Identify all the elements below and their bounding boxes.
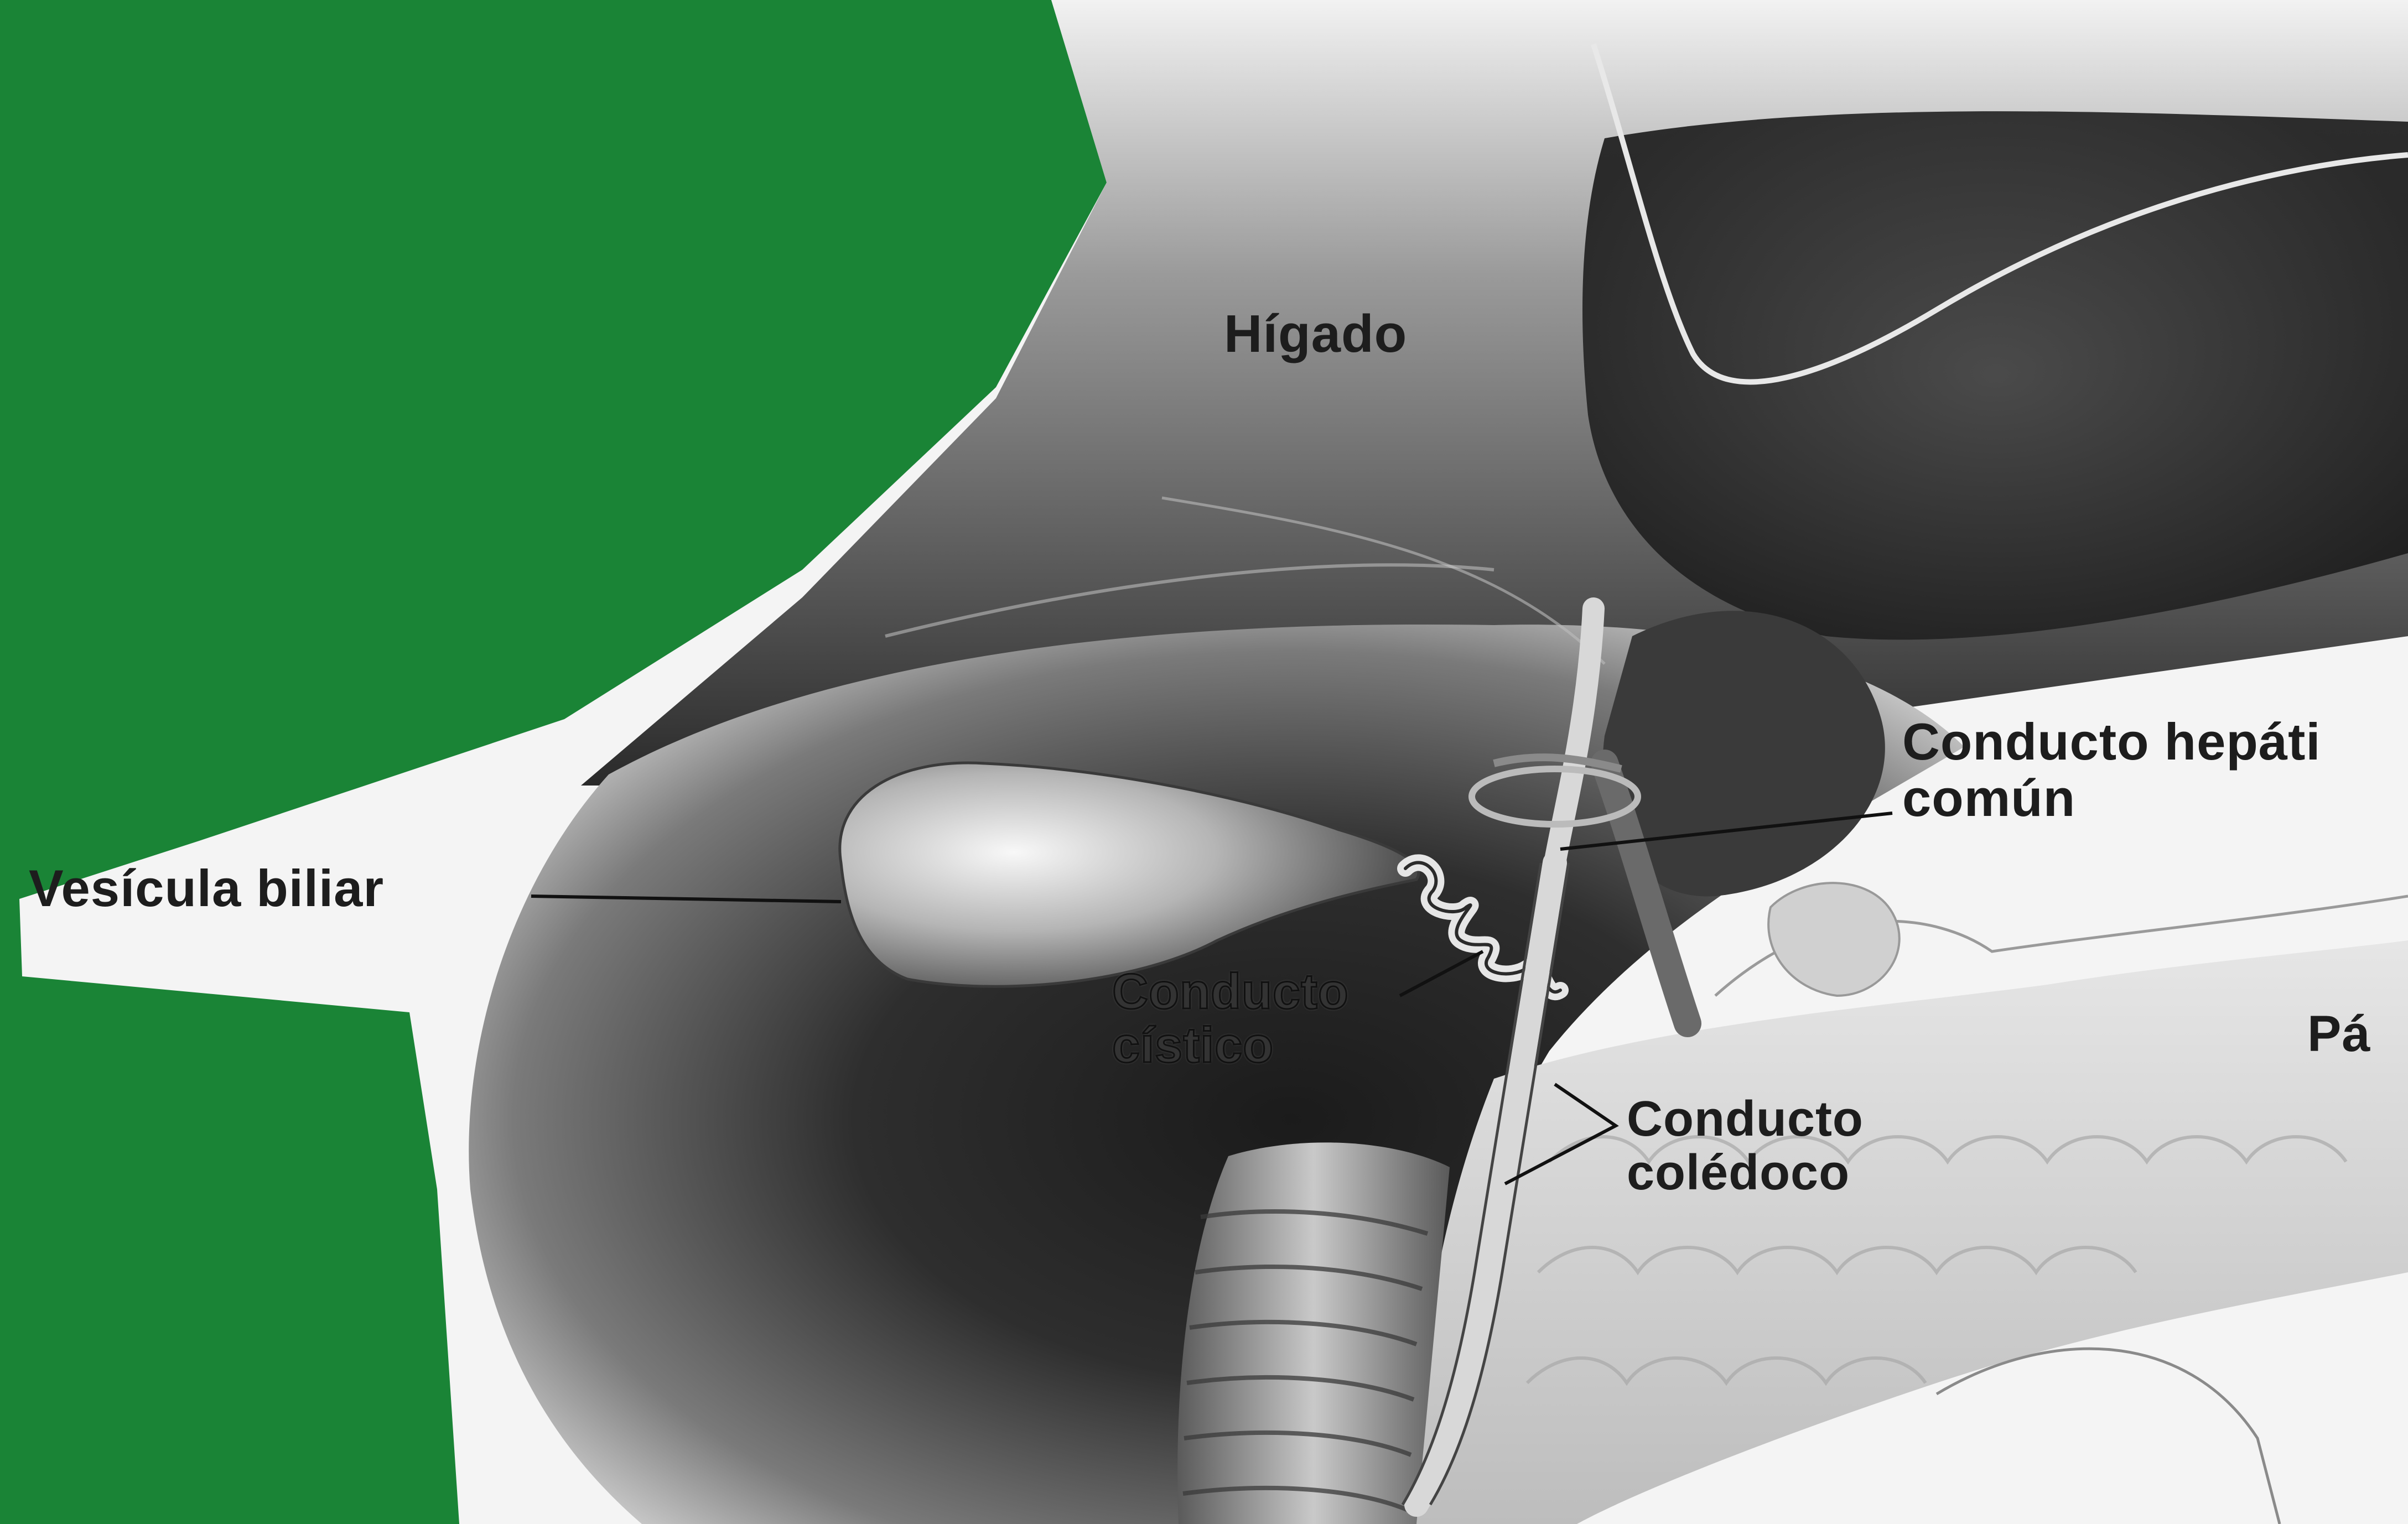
common-bile-duct-label-line2: colédoco — [1627, 1146, 1864, 1200]
pancreas-label: Pá — [2307, 1007, 2371, 1062]
common-bile-duct-label: Conducto colédoco — [1627, 1093, 1864, 1200]
cystic-duct-label-line1: Conducto — [1112, 965, 1349, 1019]
cystic-duct-label-line2: cístico — [1112, 1019, 1349, 1073]
cystic-duct-label: Conducto cístico — [1112, 965, 1349, 1073]
liver-right-lobe — [1582, 111, 2408, 639]
common-hepatic-duct-label-line2: común — [1902, 770, 2321, 826]
common-hepatic-duct-label-line1: Conducto hepáti — [1902, 714, 2321, 770]
liver-label: Hígado — [1224, 305, 1407, 363]
duodenum — [1177, 1142, 1450, 1524]
gallbladder-label: Vesícula biliar — [29, 860, 384, 917]
common-bile-duct-label-line1: Conducto — [1627, 1093, 1864, 1146]
common-hepatic-duct-label: Conducto hepáti común — [1902, 714, 2321, 826]
